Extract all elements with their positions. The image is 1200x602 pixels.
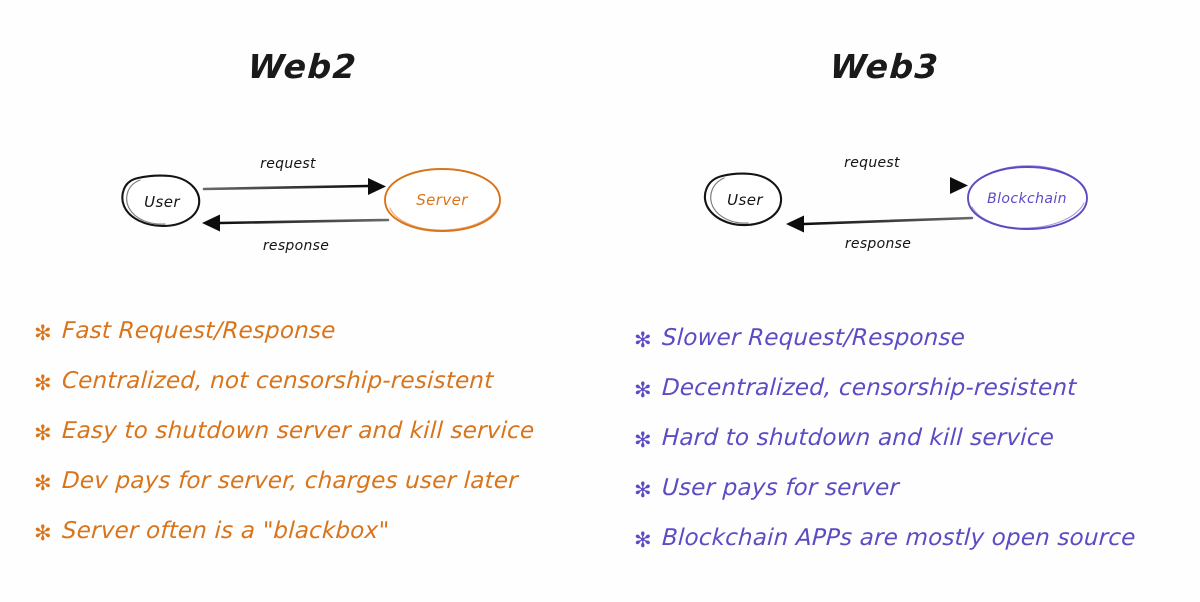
asterisk-icon: ✻: [34, 521, 52, 545]
asterisk-icon: ✻: [34, 471, 52, 495]
node-user-web2-label: User: [144, 193, 180, 211]
list-item-label: User pays for server: [660, 475, 900, 501]
web3-flow-diagram: User Blockchain request response: [700, 140, 1100, 270]
list-item-label: Dev pays for server, charges user later: [60, 468, 519, 494]
web3-bullet-list: ✻ Slower Request/Response ✻ Decentralize…: [634, 325, 1194, 575]
edge-response-web2-label: response: [263, 238, 329, 254]
node-server-web2-label: Server: [416, 191, 468, 209]
list-item: ✻ User pays for server: [634, 475, 1194, 525]
list-item: ✻ Blockchain APPs are mostly open source: [634, 525, 1194, 575]
list-item-label: Server often is a "blackbox": [60, 518, 390, 544]
web2-flow-diagram: User Server request response: [120, 140, 520, 270]
list-item: ✻ Fast Request/Response: [34, 318, 594, 368]
list-item: ✻ Easy to shutdown server and kill servi…: [34, 418, 594, 468]
list-item-label: Fast Request/Response: [60, 318, 336, 344]
asterisk-icon: ✻: [34, 421, 52, 445]
node-blockchain-web3: Blockchain: [967, 165, 1088, 230]
asterisk-icon: ✻: [634, 428, 652, 452]
column-title-web3: Web3: [828, 47, 941, 86]
list-item: ✻ Server often is a "blackbox": [34, 518, 594, 568]
node-blockchain-web3-label: Blockchain: [987, 191, 1067, 207]
list-item-label: Easy to shutdown server and kill service: [60, 418, 535, 444]
edge-request-web3: request: [784, 155, 968, 194]
column-title-web2: Web2: [246, 47, 359, 86]
asterisk-icon: ✻: [634, 378, 652, 402]
asterisk-icon: ✻: [34, 371, 52, 395]
web2-bullet-list: ✻ Fast Request/Response ✻ Centralized, n…: [34, 318, 594, 568]
edge-response-web3-label: response: [845, 236, 911, 252]
asterisk-icon: ✻: [634, 478, 652, 502]
asterisk-icon: ✻: [634, 528, 652, 552]
node-user-web3-label: User: [727, 191, 763, 209]
edge-request-web2: request: [202, 156, 386, 195]
edge-request-web3-label: request: [844, 155, 900, 171]
node-user-web3: User: [703, 172, 783, 227]
list-item: ✻ Decentralized, censorship-resistent: [634, 375, 1194, 425]
node-server-web2: Server: [384, 168, 501, 232]
list-item: ✻ Dev pays for server, charges user late…: [34, 468, 594, 518]
list-item: ✻ Slower Request/Response: [634, 325, 1194, 375]
node-user-web2: User: [121, 174, 201, 228]
asterisk-icon: ✻: [634, 328, 652, 352]
list-item: ✻ Centralized, not censorship-resistent: [34, 368, 594, 418]
edge-response-web3: response: [786, 215, 974, 252]
list-item-label: Centralized, not censorship-resistent: [60, 368, 494, 394]
list-item-label: Slower Request/Response: [660, 325, 966, 351]
list-item-label: Decentralized, censorship-resistent: [660, 375, 1077, 401]
list-item-label: Hard to shutdown and kill service: [660, 425, 1055, 451]
edge-request-web2-label: request: [260, 156, 316, 172]
asterisk-icon: ✻: [34, 321, 52, 345]
edge-response-web2: response: [202, 214, 390, 254]
list-item: ✻ Hard to shutdown and kill service: [634, 425, 1194, 475]
list-item-label: Blockchain APPs are mostly open source: [660, 525, 1136, 551]
